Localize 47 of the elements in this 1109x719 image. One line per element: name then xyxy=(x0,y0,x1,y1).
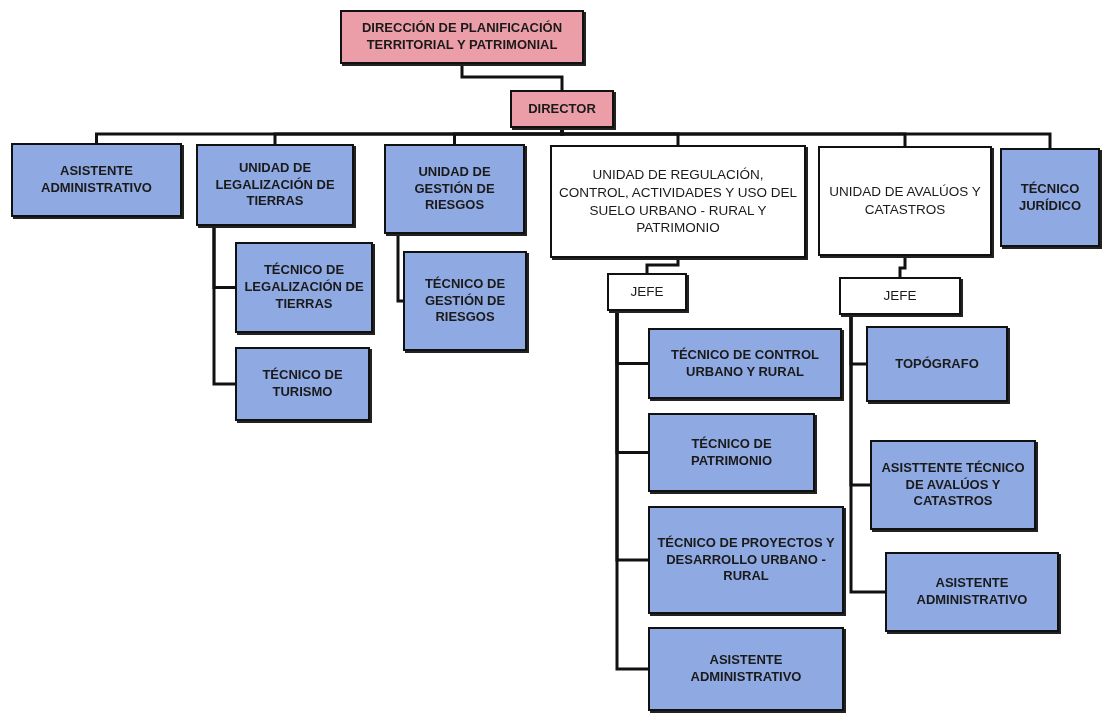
position-box xyxy=(196,144,354,226)
position-title: TÉCNICO DE PATRIMONIO xyxy=(689,435,774,470)
position-box xyxy=(607,273,687,311)
position-box xyxy=(870,440,1036,530)
position-title: TOPÓGRAFO xyxy=(895,355,979,373)
connector-line xyxy=(396,234,403,303)
position-title: ASISTENTE ADMINISTRATIVO xyxy=(915,575,1029,609)
position-title: TÉCNICO JURÍDICO xyxy=(1017,180,1083,215)
connector-line xyxy=(460,64,564,90)
position-box xyxy=(648,506,844,614)
position-box xyxy=(11,143,182,217)
position-box xyxy=(1000,148,1100,247)
position-box xyxy=(818,146,992,256)
connector-line xyxy=(615,311,648,671)
position-title: JEFE xyxy=(883,287,917,305)
position-box xyxy=(648,328,842,399)
position-box xyxy=(384,144,525,234)
position-title: TÉCNICO DE TURISMO xyxy=(261,367,344,401)
position-title: UNIDAD DE GESTIÓN DE RIESGOS xyxy=(413,163,496,215)
position-box xyxy=(235,347,370,421)
position-title: JEFE xyxy=(630,283,664,301)
position-title: TÉCNICO DE PROYECTOS Y DESARROLLO URBANO - RURAL xyxy=(656,534,836,586)
position-box xyxy=(235,242,373,333)
position-title: TÉCNICO DE LEGALIZACIÓN DE TIERRAS xyxy=(243,262,365,313)
connector-line xyxy=(212,226,235,386)
position-title: DIRECTOR xyxy=(528,100,596,118)
position-box xyxy=(839,277,961,315)
position-box xyxy=(648,627,844,711)
connector-line xyxy=(849,315,885,594)
position-title: UNIDAD DE AVALÚOS Y CATASTROS xyxy=(828,183,982,219)
position-title: ASISTENTE ADMINISTRATIVO xyxy=(689,652,803,686)
position-box xyxy=(340,10,584,64)
position-title: UNIDAD DE LEGALIZACIÓN DE TIERRAS xyxy=(214,159,336,211)
position-box xyxy=(866,326,1008,402)
position-box xyxy=(550,145,806,258)
connector-line xyxy=(898,256,907,277)
position-box xyxy=(648,413,815,492)
position-box xyxy=(885,552,1059,632)
position-title: ASISTENTE ADMINISTRATIVO xyxy=(40,163,153,197)
position-title: DIRECCIÓN DE PLANIFICACIÓN TERRITORIAL Y PATRIMONIAL xyxy=(360,20,564,54)
position-box xyxy=(510,90,614,128)
position-title: UNIDAD DE REGULACIÓN, CONTROL, ACTIVIDADES Y USO DEL SUELO URBANO - RURAL Y PATRIMONIO xyxy=(557,166,799,237)
position-title: ASISTTENTE TÉCNICO DE AVALÚOS Y CATASTROS xyxy=(880,459,1026,511)
position-title: TÉCNICO DE CONTROL URBANO Y RURAL xyxy=(669,346,821,381)
connector-line xyxy=(645,258,680,273)
position-title: TÉCNICO DE GESTIÓN DE RIESGOS xyxy=(423,275,507,327)
position-box xyxy=(403,251,527,351)
